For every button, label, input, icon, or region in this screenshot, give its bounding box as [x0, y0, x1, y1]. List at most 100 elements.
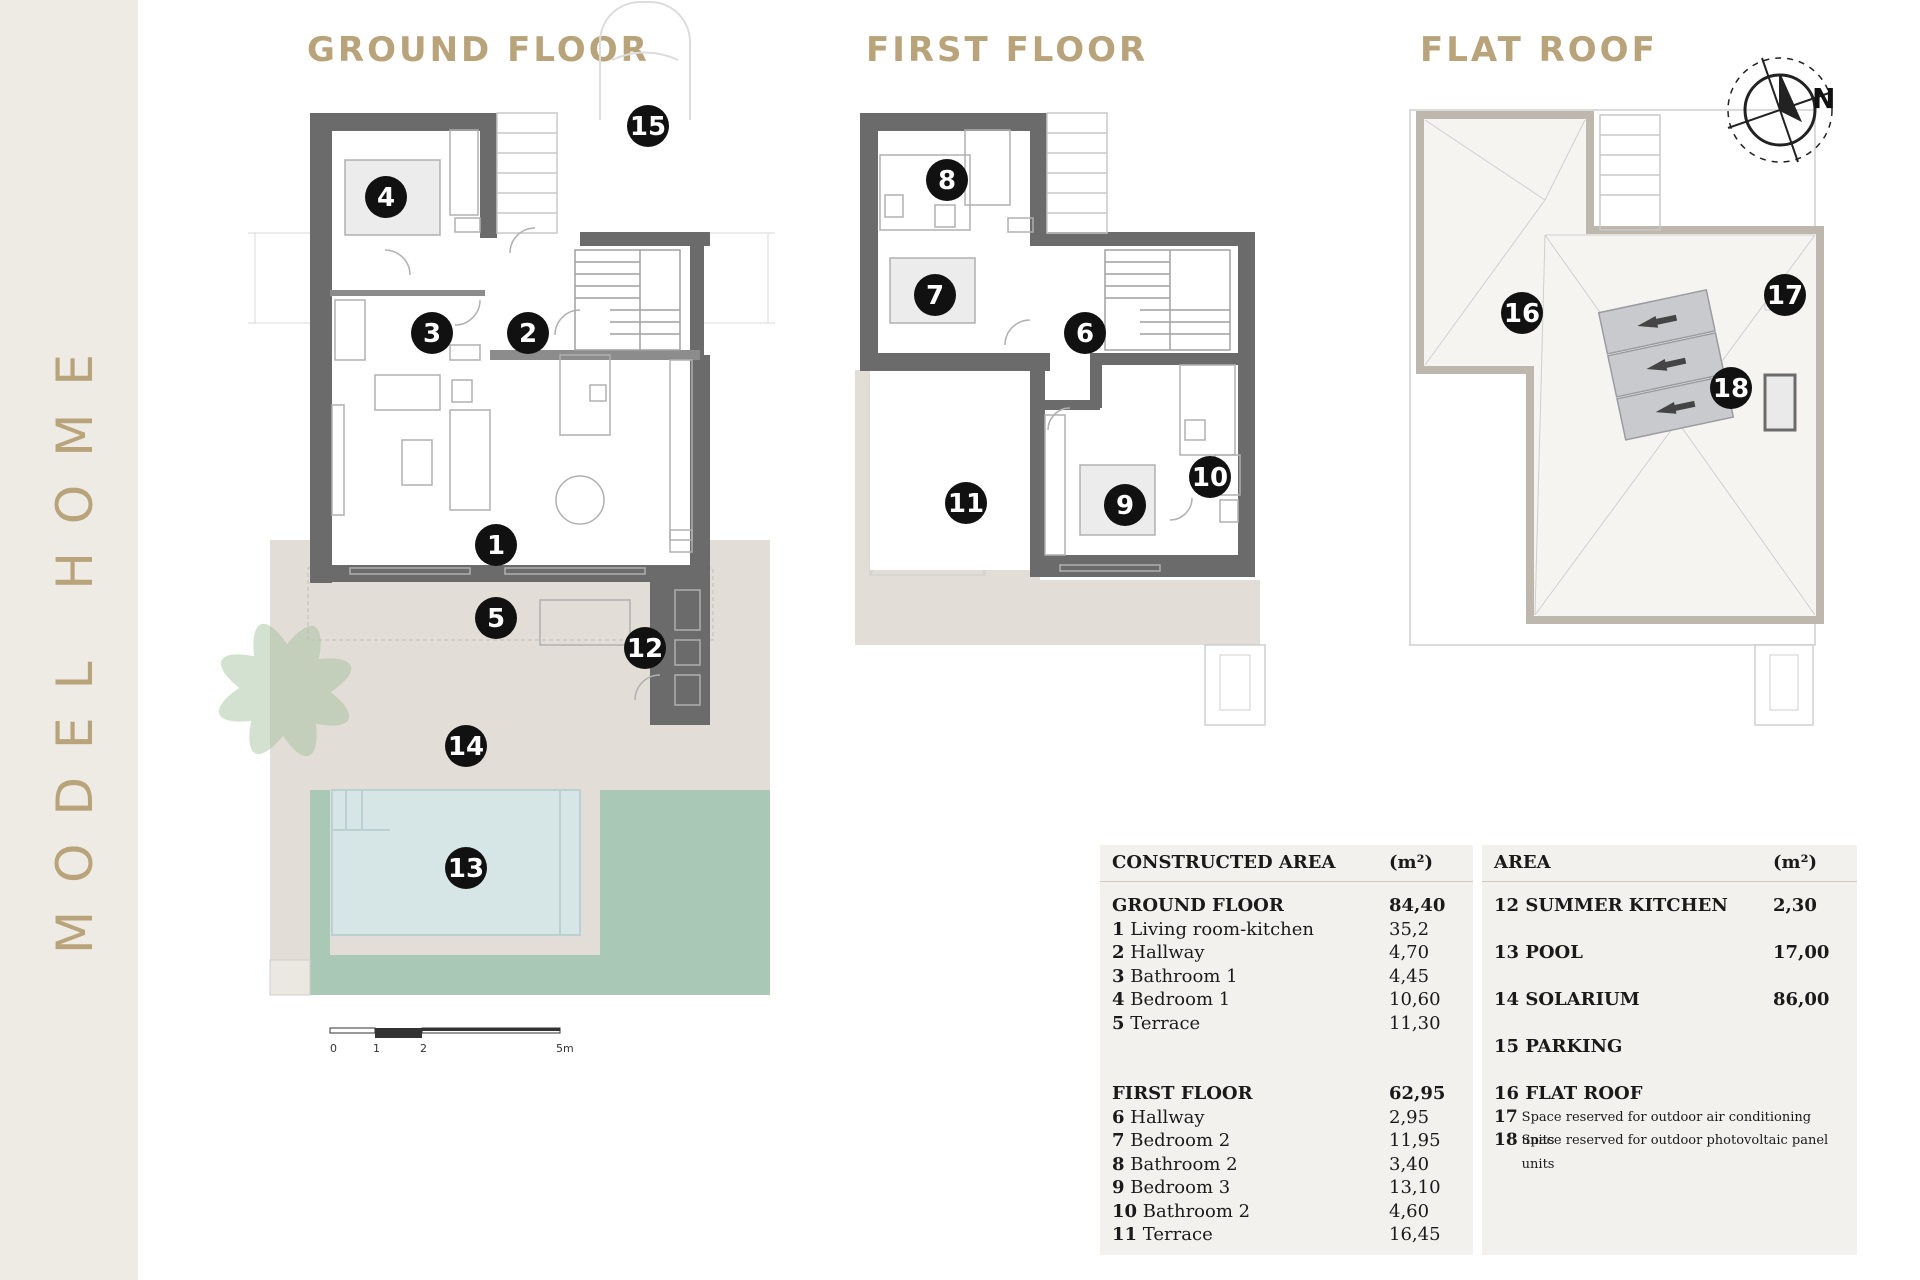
- roof-outdoor-stairs: [1599, 114, 1661, 231]
- sidebar: MODEL HOME: [0, 0, 138, 1280]
- room-marker-circle: [365, 176, 407, 218]
- first-floor-total-row: FIRST FLOOR 62,95: [1100, 1082, 1473, 1106]
- room-marker-circle: [445, 725, 487, 767]
- room-marker-label: 3: [423, 319, 441, 349]
- area-item-name: 15 PARKING: [1494, 1036, 1623, 1057]
- room-marker-label: 1: [487, 531, 505, 561]
- room-marker-circle: [926, 159, 968, 201]
- solar-panels: [1597, 288, 1735, 441]
- first-floor-label: FIRST FLOOR: [1112, 1083, 1253, 1104]
- room-marker-label: 13: [448, 854, 484, 884]
- room-marker-circle: [1710, 367, 1752, 409]
- area-note-text: Space reserved for outdoor photovoltaic …: [1521, 1133, 1829, 1172]
- constructed-area-unit: (m²): [1389, 852, 1433, 873]
- room-area: 10,60: [1389, 989, 1441, 1010]
- room-row: 1 Living room-kitchen 35,2: [1100, 918, 1473, 942]
- room-marker-label: 18: [1713, 374, 1749, 404]
- room-marker-label: 12: [627, 634, 663, 664]
- room-area: 35,2: [1389, 918, 1430, 940]
- room-marker-15: 15: [627, 105, 669, 147]
- room-marker-3: 3: [411, 312, 453, 354]
- room-marker-label: 14: [448, 732, 484, 762]
- room-marker-label: 8: [938, 166, 956, 196]
- room-marker-label: 17: [1767, 281, 1803, 311]
- area-item-row: 15 PARKING: [1482, 1035, 1857, 1059]
- roof-balcony-box: [1754, 644, 1814, 726]
- area-note-text: Space reserved for outdoor air condition…: [1521, 1109, 1812, 1149]
- room-marker-13: 13: [445, 847, 487, 889]
- area-item-value: 2,30: [1773, 895, 1817, 916]
- room-area: 4,45: [1389, 965, 1430, 987]
- room-marker-circle: [1501, 292, 1543, 334]
- constructed-area-panel: CONSTRUCTED AREA (m²) GROUND FLOOR 84,40…: [1100, 845, 1473, 1255]
- area-item-value: [1773, 1035, 1845, 1059]
- first-terrace-strip: [855, 580, 1260, 645]
- area-header: AREA (m²): [1482, 845, 1857, 882]
- first-balcony-box: [1204, 644, 1266, 726]
- room-name: 1 Living room-kitchen: [1112, 918, 1314, 940]
- room-name: 3 Bathroom 1: [1112, 965, 1238, 987]
- corner-box: [269, 959, 311, 996]
- room-marker-11: 11: [945, 482, 987, 524]
- constructed-area-header: CONSTRUCTED AREA (m²): [1100, 845, 1473, 882]
- room-name: 5 Terrace: [1112, 1012, 1201, 1034]
- room-area: 3,40: [1389, 1153, 1430, 1175]
- room-marker-label: 16: [1504, 299, 1540, 329]
- room-row: 3 Bathroom 1 4,45: [1100, 965, 1473, 989]
- room-marker-circle: [475, 524, 517, 566]
- area-item-value: 86,00: [1773, 989, 1830, 1010]
- room-name: 10 Bathroom 2: [1112, 1200, 1251, 1222]
- room-marker-circle: [624, 627, 666, 669]
- room-marker-16: 16: [1501, 292, 1543, 334]
- room-row: 5 Terrace 11,30: [1100, 1012, 1473, 1036]
- room-marker-label: 5: [487, 604, 505, 634]
- room-name: 2 Hallway: [1112, 942, 1205, 963]
- first-stairs: [1104, 249, 1231, 351]
- room-area: 2,95: [1389, 1106, 1430, 1128]
- constructed-area-label: CONSTRUCTED AREA: [1112, 852, 1336, 873]
- room-marker-circle: [475, 597, 517, 639]
- scale-bar: 0 1 2 5m: [329, 1027, 574, 1055]
- area-item-name: 14 SOLARIUM: [1494, 989, 1640, 1010]
- first-floor-interior: [870, 120, 1245, 570]
- first-floor-walls: [860, 113, 1255, 577]
- room-marker-circle: [627, 105, 669, 147]
- room-area: 13,10: [1389, 1177, 1441, 1198]
- room-marker-circle: [1764, 274, 1806, 316]
- ground-stairs: [574, 249, 681, 351]
- room-marker-label: 9: [1116, 491, 1134, 521]
- area-label: AREA: [1494, 852, 1551, 873]
- room-marker-label: 6: [1076, 319, 1094, 349]
- pool-steps: [332, 790, 561, 935]
- first-floor-total: 62,95: [1389, 1083, 1446, 1104]
- room-marker-9: 9: [1104, 484, 1146, 526]
- ground-floor-total: 84,40: [1389, 895, 1446, 916]
- room-marker-1: 1: [475, 524, 517, 566]
- room-name: 7 Bedroom 2: [1112, 1130, 1231, 1151]
- area-note-num: 17: [1494, 1106, 1518, 1127]
- area-item-row: 16 FLAT ROOF: [1482, 1082, 1857, 1106]
- flat-roof-plan: N: [1409, 57, 1835, 726]
- first-outdoor-stairs: [1046, 112, 1108, 234]
- compass-icon: [1727, 57, 1833, 163]
- room-marker-circle: [507, 312, 549, 354]
- area-item-name: 13 POOL: [1494, 942, 1583, 963]
- room-marker-18: 18: [1710, 367, 1752, 409]
- first-balcony-inner: [1219, 654, 1251, 711]
- room-marker-circle: [1104, 484, 1146, 526]
- room-name: 4 Bedroom 1: [1112, 989, 1231, 1010]
- room-marker-17: 17: [1764, 274, 1806, 316]
- room-area: 11,30: [1389, 1012, 1441, 1034]
- room-marker-7: 7: [914, 274, 956, 316]
- room-marker-label: 2: [519, 319, 537, 349]
